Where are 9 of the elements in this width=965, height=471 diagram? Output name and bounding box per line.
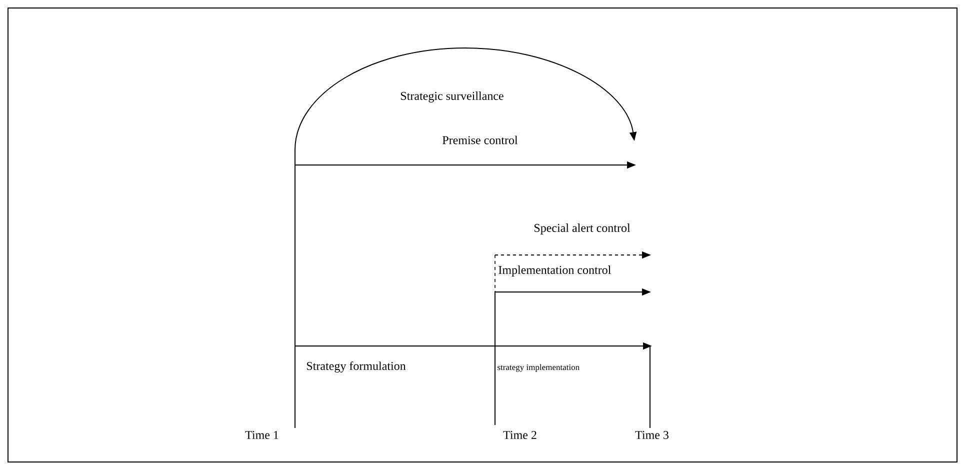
label: Special alert control <box>534 224 630 234</box>
label: Strategy formulation <box>307 361 406 373</box>
label: Premise control <box>442 136 518 144</box>
label: strategy implementation <box>498 364 580 372</box>
label: Time 2 <box>503 430 536 440</box>
label: Strategic surveillance <box>401 92 504 102</box>
label: Implementation control <box>498 266 611 276</box>
label: Time 3 <box>635 430 668 440</box>
label: Time 1 <box>245 430 278 440</box>
